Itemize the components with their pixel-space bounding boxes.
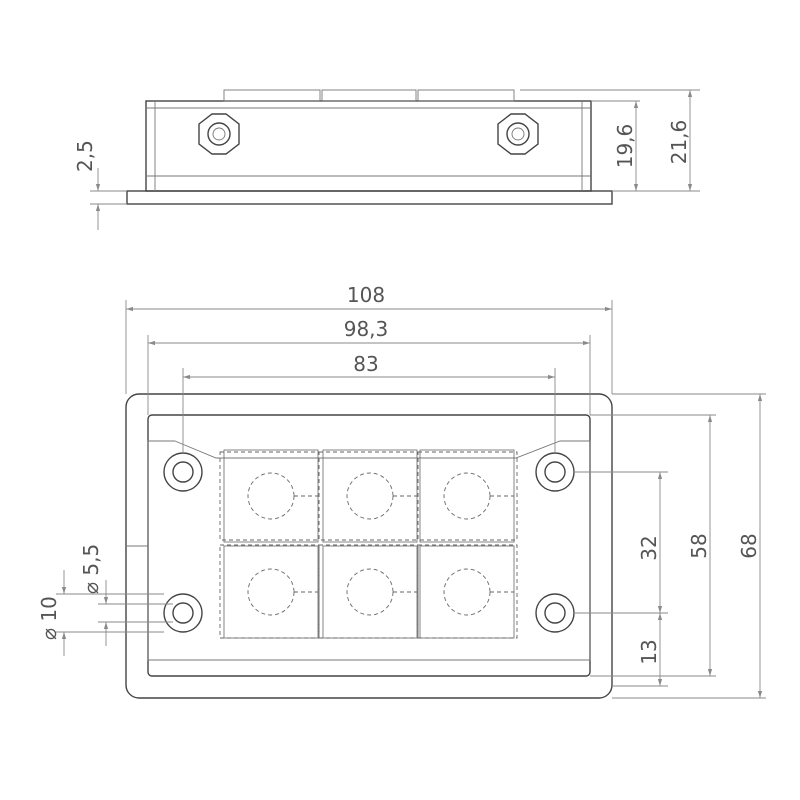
- dim-hole-spacing-y: 32: [637, 535, 661, 560]
- grommet-cell: [417, 449, 518, 543]
- side-view: 2,5 19,6 21,6: [73, 89, 700, 230]
- side-flange: [126, 190, 613, 205]
- inner-frame: [147, 414, 591, 677]
- mounting-hole-icon: [163, 452, 203, 492]
- top-view: 108 98,3 83 32 13 58 68 ⌀ 5,5: [37, 283, 766, 699]
- mounting-hole-icon: [535, 593, 575, 633]
- mounting-hole-icon: [163, 593, 203, 633]
- dim-body-height: 19,6: [613, 124, 637, 169]
- grommet-cell: [219, 449, 320, 543]
- dim-hole-spacing-x: 83: [353, 352, 378, 376]
- dim-overall-height: 68: [737, 533, 761, 558]
- side-grommet-bump: [321, 89, 417, 102]
- dim-hole-diameter: ⌀ 5,5: [79, 544, 103, 594]
- grommet-cell: [318, 449, 419, 543]
- dim-flange-thickness: 2,5: [73, 140, 97, 172]
- grommet-cell: [219, 544, 320, 639]
- dim-washer-diameter: ⌀ 10: [37, 596, 61, 640]
- grommet-cell: [417, 544, 518, 639]
- dim-inner-height: 58: [687, 533, 711, 558]
- dim-total-height: 21,6: [667, 120, 691, 165]
- dim-hole-offset-y: 13: [637, 639, 661, 664]
- mounting-hole-icon: [535, 452, 575, 492]
- side-grommet-bump: [223, 89, 321, 102]
- grommet-cell: [318, 544, 419, 639]
- dim-overall-width: 108: [347, 283, 385, 307]
- side-grommet-bump: [417, 89, 515, 102]
- hex-nut-icon: [497, 113, 539, 155]
- inner-opening: [147, 440, 591, 661]
- grommet-grid: [219, 449, 518, 639]
- hex-nut-icon: [198, 113, 240, 155]
- dim-inner-width: 98,3: [344, 317, 389, 341]
